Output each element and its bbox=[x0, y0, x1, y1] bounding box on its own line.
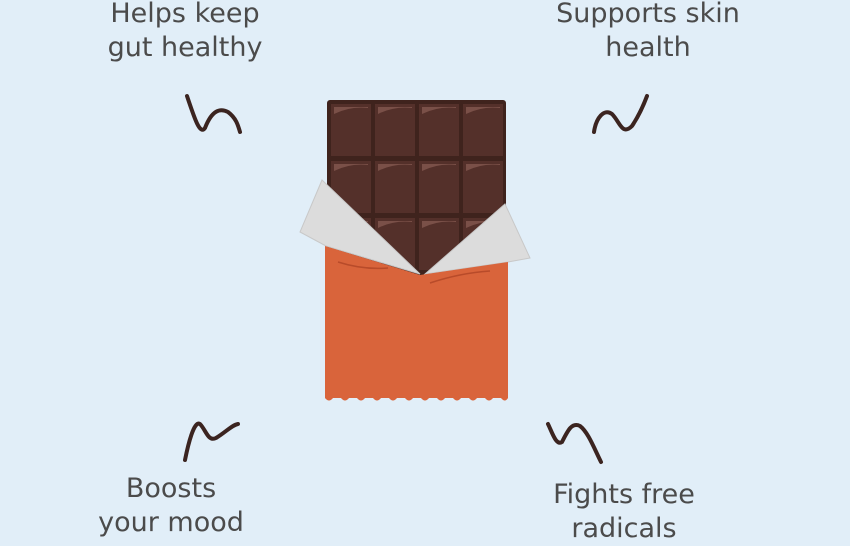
squiggle-icon bbox=[546, 422, 603, 464]
benefit-line: gut healthy bbox=[107, 32, 263, 63]
chocolate-highlight bbox=[466, 221, 500, 228]
foil-left bbox=[299, 179, 421, 275]
squiggle-icon bbox=[185, 94, 242, 134]
benefit-mood: Boosts your mood bbox=[41, 472, 301, 540]
chocolate-square bbox=[419, 161, 459, 213]
chocolate-highlight bbox=[422, 164, 456, 171]
chocolate-highlight bbox=[466, 164, 500, 171]
chocolate-highlight bbox=[378, 164, 412, 171]
benefit-line: Helps keep bbox=[110, 0, 260, 29]
chocolate-highlight bbox=[422, 221, 456, 228]
chocolate-highlight bbox=[334, 164, 368, 171]
benefit-skin-health: Supports skin health bbox=[518, 0, 778, 65]
chocolate-square bbox=[419, 104, 459, 156]
chocolate-square bbox=[375, 104, 415, 156]
chocolate-square bbox=[331, 104, 371, 156]
benefit-line: health bbox=[605, 32, 691, 63]
benefit-line: your mood bbox=[98, 507, 244, 538]
chocolate-highlight bbox=[466, 107, 500, 114]
benefit-gut-health: Helps keep gut healthy bbox=[55, 0, 315, 65]
squiggle-icon bbox=[592, 94, 649, 134]
benefit-line: Boosts bbox=[125, 473, 217, 504]
chocolate-highlight bbox=[422, 107, 456, 114]
wrapper bbox=[325, 246, 508, 398]
chocolate-highlight bbox=[378, 221, 412, 228]
squiggle-icon bbox=[183, 421, 240, 462]
chocolate-highlight bbox=[378, 107, 412, 114]
benefit-line: Fights free bbox=[553, 479, 695, 510]
chocolate-square bbox=[463, 161, 503, 213]
chocolate-square bbox=[375, 161, 415, 213]
chocolate-highlight bbox=[334, 107, 368, 114]
benefit-line: Supports skin bbox=[556, 0, 740, 29]
chocolate-square bbox=[463, 104, 503, 156]
